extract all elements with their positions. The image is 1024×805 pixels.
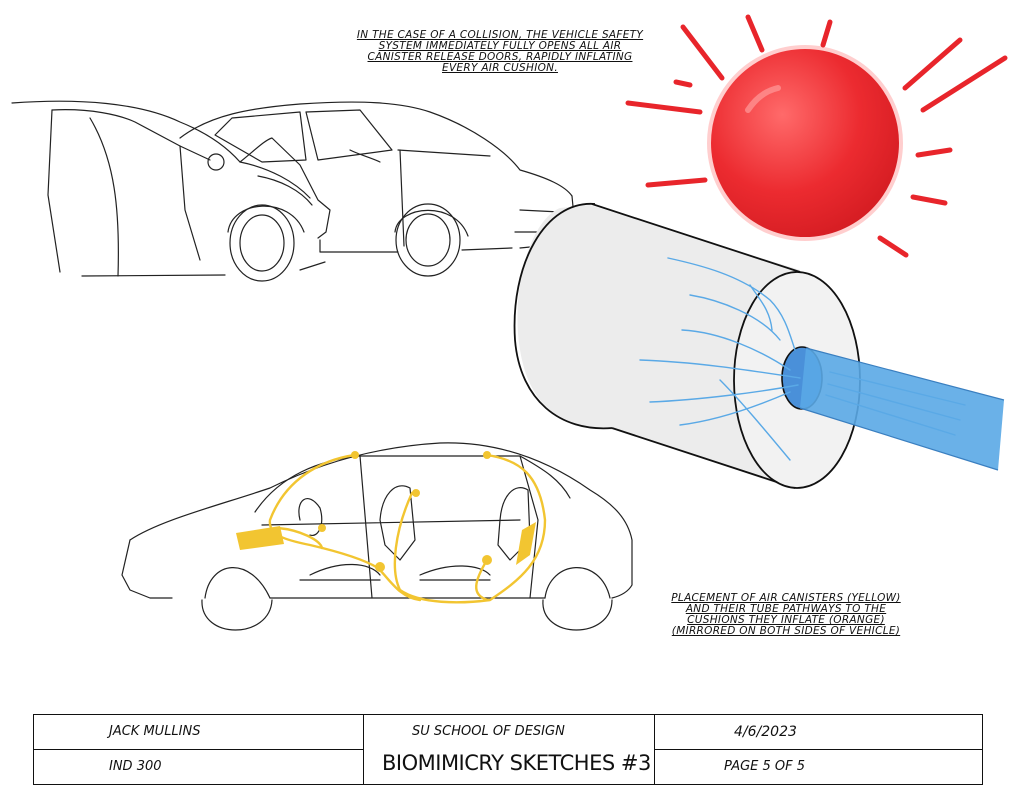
project-title: Biomimicry Sketches #3 <box>382 751 651 775</box>
annotation-line: (mirrored on both sides of vehicle) <box>671 625 901 637</box>
airflow-tube <box>800 348 1004 470</box>
airflow-lines <box>639 257 966 461</box>
sun-drawing <box>625 14 1008 258</box>
sun-rays <box>625 14 1008 258</box>
school-name: SU School of Design <box>412 724 565 739</box>
course-code: IND 300 <box>109 759 162 774</box>
title-divider <box>363 715 364 784</box>
title-divider <box>34 749 363 750</box>
title-block: Jack Mullins IND 300 SU School of Design… <box>33 714 983 785</box>
air-canisters <box>236 451 536 572</box>
drawing-date: 4/6/2023 <box>734 724 797 740</box>
designer-name: Jack Mullins <box>109 724 201 739</box>
canister-rear <box>516 522 536 565</box>
collision-annotation: In the case of a collision, the vehicle … <box>330 30 670 74</box>
collision-cars-drawing <box>11 100 576 282</box>
annotation-line: cushions they inflate (orange) <box>687 614 885 626</box>
annotation-line: In the case of a collision, the vehicle … <box>356 29 644 41</box>
page-number: Page 5 of 5 <box>724 759 806 774</box>
air-canister-drawing <box>513 203 1005 489</box>
sun-highlight <box>745 85 781 113</box>
canister-front <box>236 526 284 550</box>
annotation-line: and their tube pathways to the <box>685 603 887 615</box>
annotation-line: Placement of air canisters (yellow) <box>671 592 901 604</box>
annotation-line: every air cushion. <box>442 62 558 74</box>
placement-annotation: Placement of air canisters (yellow) and … <box>636 593 936 637</box>
title-divider <box>654 749 982 750</box>
sun-disc <box>711 49 899 237</box>
annotation-line: system immediately fully opens all air <box>378 40 622 52</box>
annotation-line: canister release doors, rapidly inflatin… <box>367 51 633 63</box>
sedan-sideview-drawing <box>121 442 633 631</box>
